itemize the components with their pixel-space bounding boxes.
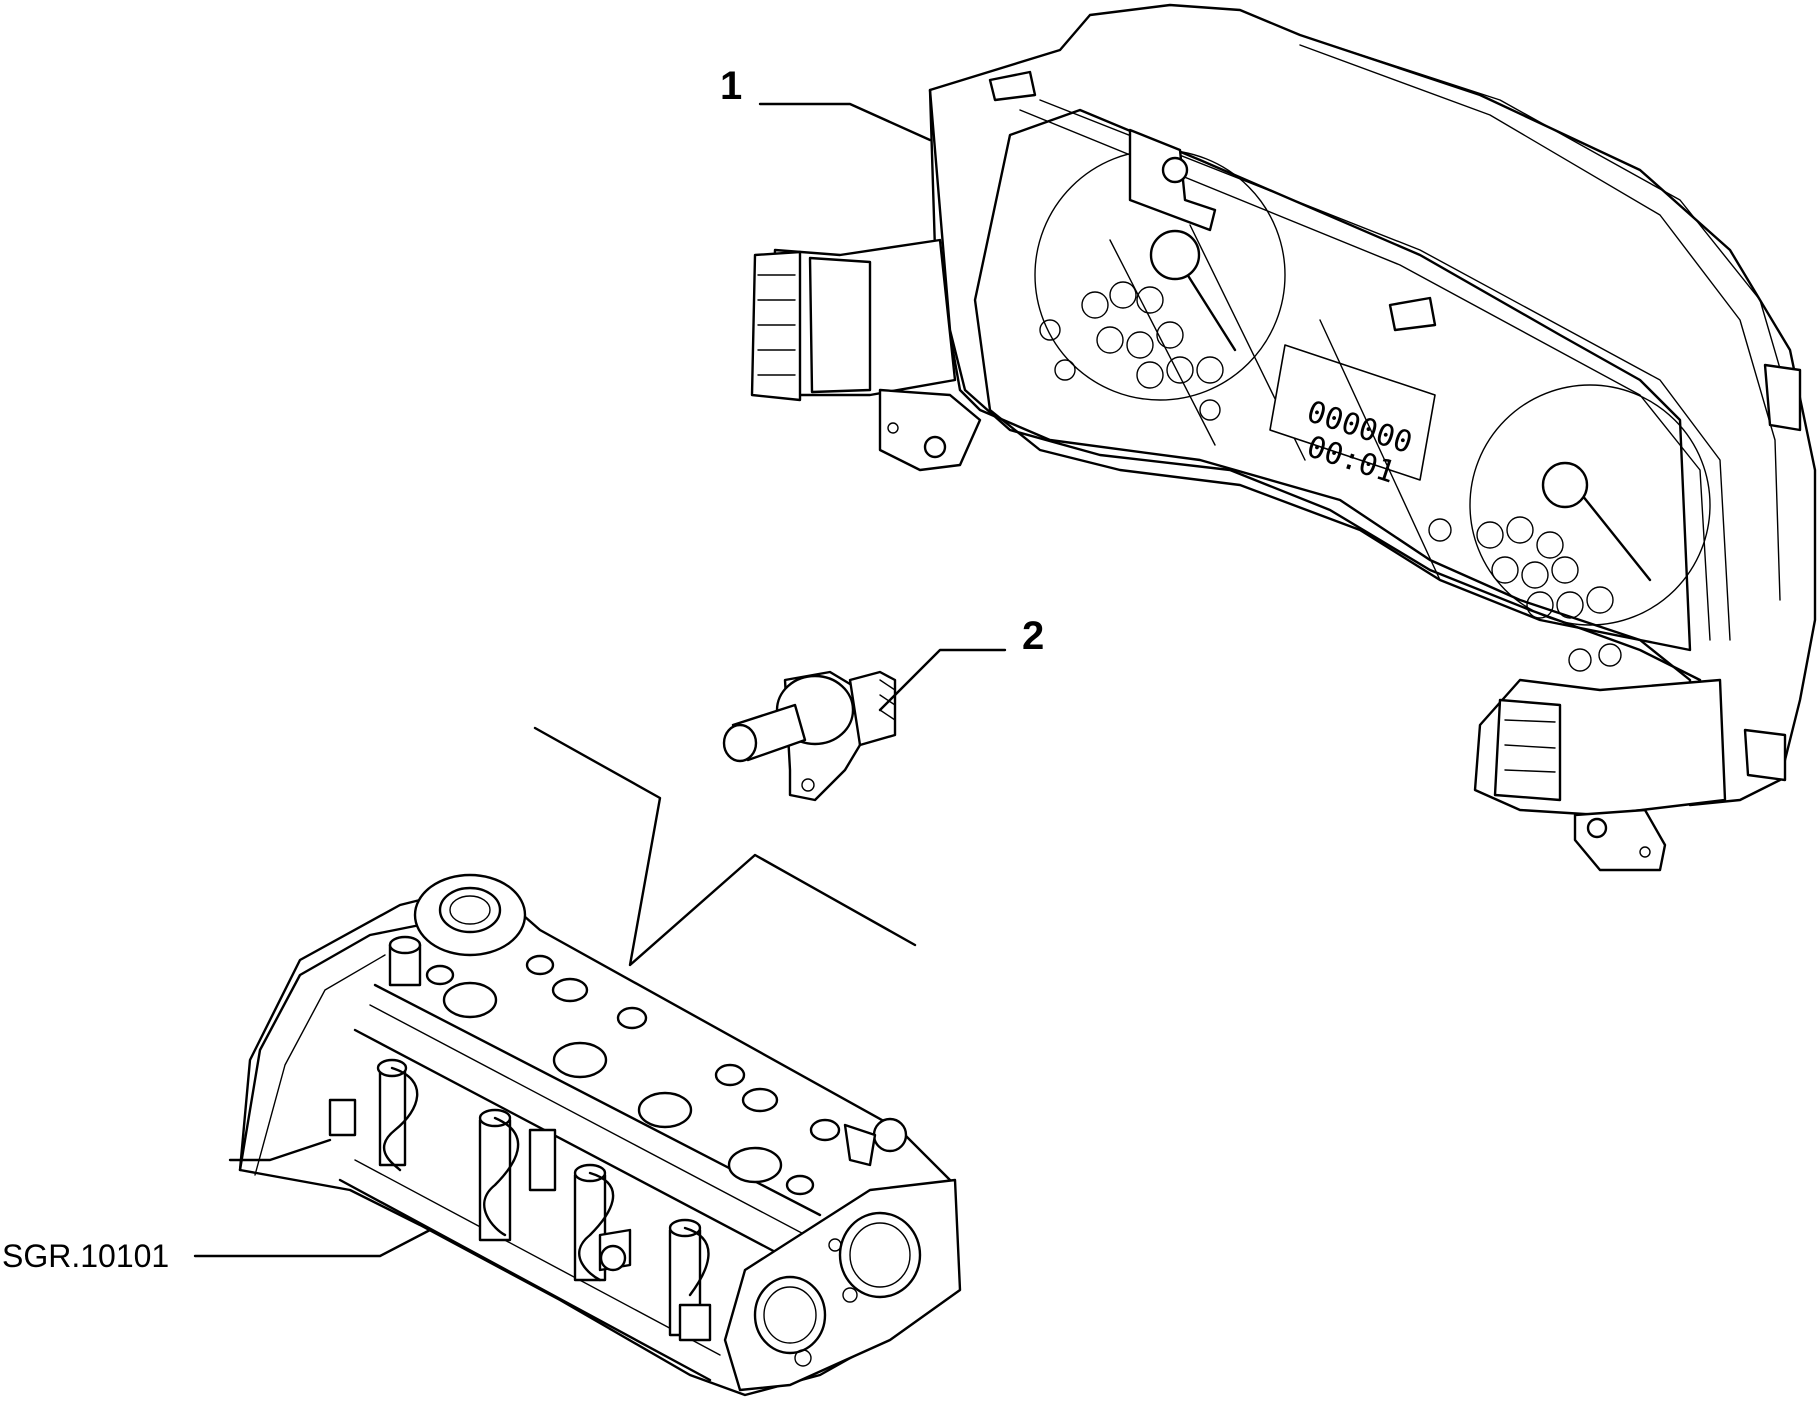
leader-line-1	[758, 102, 932, 142]
speed-sensor	[722, 670, 897, 802]
instrument-cluster: 000000 00:01	[750, 3, 1817, 872]
leader-line-ref	[193, 1228, 432, 1258]
callout-2: 2	[1022, 614, 1045, 658]
view-indicator-lines	[533, 726, 917, 967]
reference-code: SGR.10101	[2, 1238, 170, 1274]
engine-head-assembly	[228, 873, 962, 1397]
leader-line-2	[878, 648, 1007, 712]
callout-1: 1	[720, 64, 743, 108]
